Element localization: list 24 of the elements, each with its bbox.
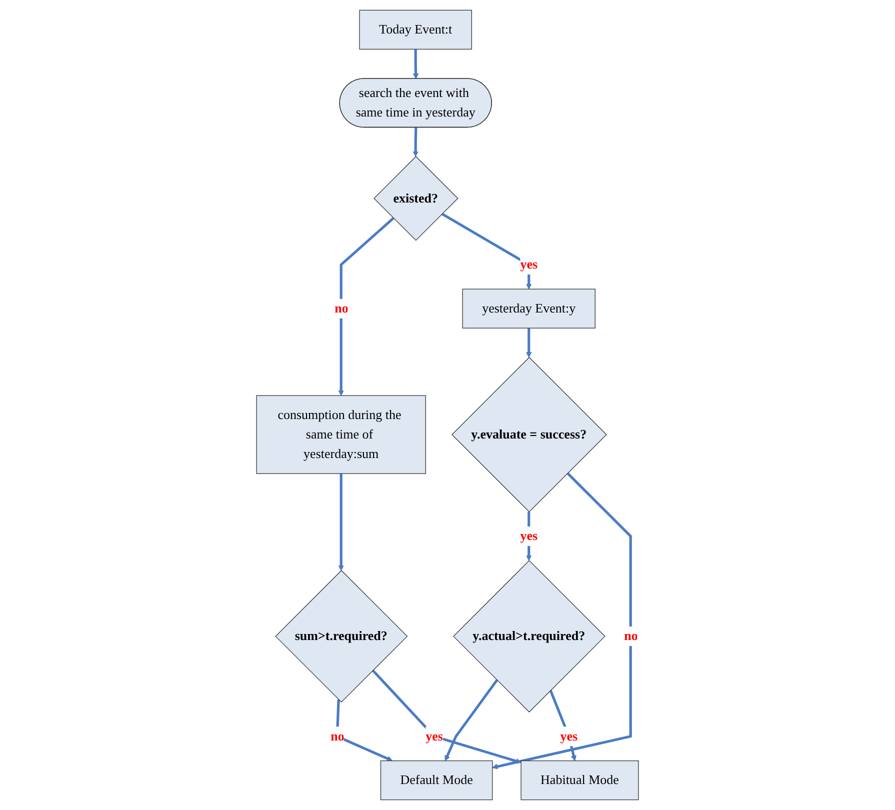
arrow <box>549 690 576 762</box>
node-diamond: y.evaluate = success? <box>452 356 607 512</box>
node-box: Habitual Mode <box>520 760 639 800</box>
arrow <box>338 217 394 396</box>
arrow <box>372 669 522 764</box>
arrow <box>338 474 344 571</box>
arrow <box>526 328 532 358</box>
arrow <box>441 212 532 290</box>
arrow <box>492 472 632 770</box>
node-diamond: existed? <box>374 156 458 241</box>
edge-label: yes <box>520 529 538 544</box>
edge-label: yes <box>426 729 443 744</box>
node-box: Today Event:t <box>359 10 472 50</box>
edge-label: yes <box>520 258 538 272</box>
arrow <box>412 128 418 157</box>
node-box: yesterday Event:y <box>462 288 596 328</box>
arrow <box>444 679 498 762</box>
node-diamond: y.actual>t.required? <box>453 560 606 712</box>
node-diamond: sum>t.required? <box>275 570 408 703</box>
arrow <box>336 700 393 762</box>
node-box: consumption during the same time of yesterday:sum <box>256 395 426 474</box>
arrow <box>412 49 419 80</box>
edge-label: yes <box>560 729 578 744</box>
node-box: Default Mode <box>380 760 493 800</box>
